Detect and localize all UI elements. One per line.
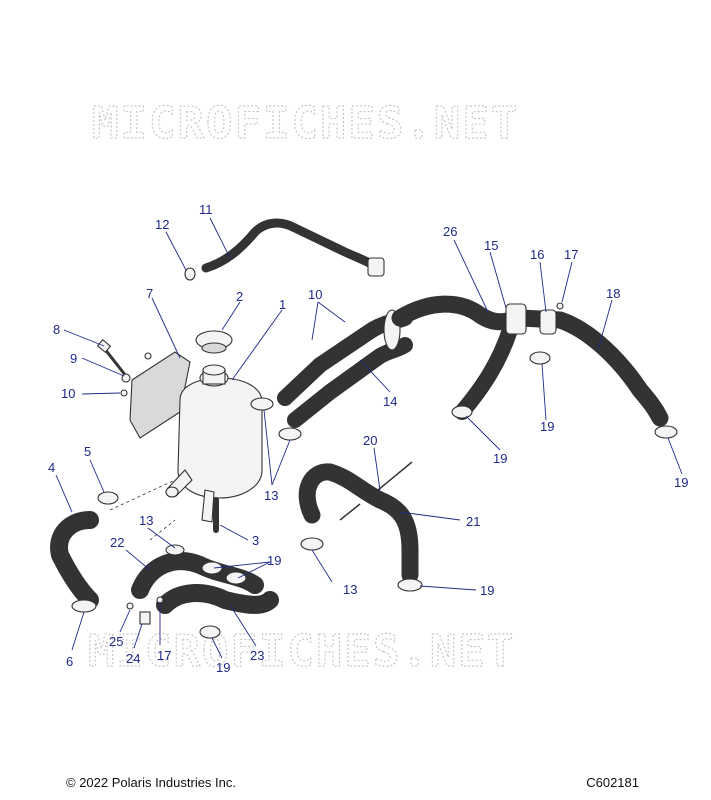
part-clamp-6 — [71, 599, 97, 613]
callout-19b: 19 — [540, 419, 554, 434]
part-screw-17a — [556, 302, 564, 310]
callout-17a: 17 — [564, 247, 578, 262]
callout-6: 6 — [66, 654, 73, 669]
part-pressure-cap — [195, 330, 233, 354]
callout-20: 20 — [363, 433, 377, 448]
callout-1: 1 — [279, 297, 286, 312]
callout-10a: 10 — [61, 386, 75, 401]
part-clamp-5 — [97, 491, 119, 505]
part-clamp-19a — [451, 405, 473, 419]
callout-24: 24 — [126, 651, 140, 666]
callout-18: 18 — [606, 286, 620, 301]
copyright-notice: © 2022 Polaris Industries Inc. — [66, 775, 236, 790]
callout-13b: 13 — [343, 582, 357, 597]
part-clamp-19d — [397, 578, 423, 592]
part-lower-hose — [298, 461, 419, 584]
part-clamp-13d — [165, 544, 185, 556]
callout-22: 22 — [110, 535, 124, 550]
callout-21: 21 — [466, 514, 480, 529]
callout-5: 5 — [84, 444, 91, 459]
part-clamp-19g — [199, 625, 221, 639]
callout-8: 8 — [53, 322, 60, 337]
callout-10b: 10 — [308, 287, 322, 302]
part-clamp-13b — [278, 427, 302, 441]
part-clamp-19c — [654, 425, 678, 439]
part-clamp-13a — [250, 397, 274, 411]
part-overflow-tube — [201, 218, 385, 277]
part-clamp-13c — [300, 537, 324, 551]
callout-11: 11 — [199, 202, 213, 217]
leader-lines — [55, 217, 683, 659]
part-clamp-19f — [225, 571, 247, 585]
part-screw-25 — [126, 602, 134, 610]
callout-12: 12 — [155, 217, 169, 232]
callout-labels: 1 2 3 4 5 6 7 8 9 10 10 11 12 13 13 13 1… — [48, 202, 688, 675]
callout-23: 23 — [250, 648, 264, 663]
callout-4: 4 — [48, 460, 55, 475]
callout-19c: 19 — [674, 475, 688, 490]
callout-26: 26 — [443, 224, 457, 239]
part-screw-10a — [120, 389, 128, 397]
callout-9: 9 — [70, 351, 77, 366]
diagram-id: C602181 — [586, 775, 639, 790]
callout-19e: 19 — [267, 553, 281, 568]
callout-25: 25 — [109, 634, 123, 649]
callout-19a: 19 — [493, 451, 507, 466]
callout-3: 3 — [252, 533, 259, 548]
callout-15: 15 — [484, 238, 498, 253]
part-clip-24 — [139, 611, 151, 625]
callout-14: 14 — [383, 394, 397, 409]
part-clamp-12 — [184, 267, 196, 281]
part-clamp-19b — [529, 351, 551, 365]
watermark-bottom: MICROFICHES.NET — [88, 626, 515, 677]
part-clamp-19e — [201, 561, 223, 575]
part-screw-10b — [144, 352, 152, 360]
callout-2: 2 — [236, 289, 243, 304]
part-coolant-reservoir — [165, 364, 263, 523]
part-elbow-hose — [50, 511, 99, 609]
callout-13c: 13 — [139, 513, 153, 528]
callout-13a: 13 — [264, 488, 278, 503]
part-main-hose — [391, 295, 669, 427]
callout-19f: 19 — [216, 660, 230, 675]
callout-7: 7 — [146, 286, 153, 301]
callout-17b: 17 — [157, 648, 171, 663]
callout-19d: 19 — [480, 583, 494, 598]
callout-16: 16 — [530, 247, 544, 262]
watermark-top: MICROFICHES.NET — [92, 98, 519, 149]
